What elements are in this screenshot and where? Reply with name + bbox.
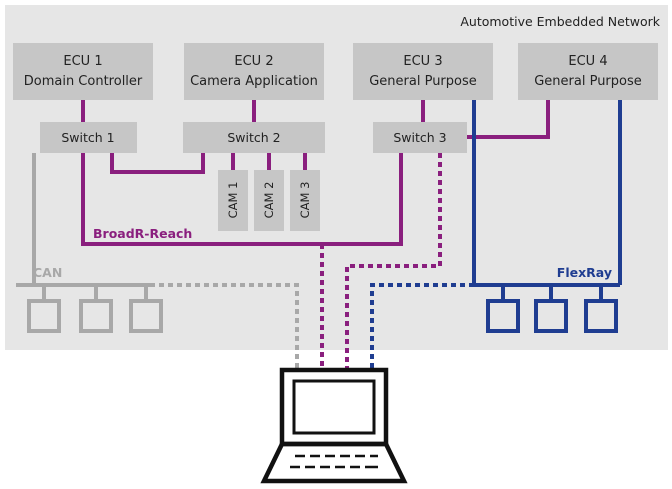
can-bus [16,153,163,333]
ecu-3-name: ECU 3 [403,54,442,69]
switch-2: Switch 2 [183,122,325,153]
ecu-1-role: Domain Controller [24,74,143,89]
ecu-3-role: General Purpose [369,74,477,89]
switch-3: Switch 3 [373,122,467,153]
ecu-4: ECU 4 General Purpose [518,43,658,100]
camera-3-label: CAM 3 [298,182,312,219]
laptop-icon [260,367,408,484]
flexray-label: FlexRay [557,265,612,280]
broadr-reach-label: BroadR-Reach [93,226,192,241]
ecu-2-name: ECU 2 [234,54,273,69]
can-label: CAN [33,265,62,280]
ecu-2: ECU 2 Camera Application [184,43,324,100]
broadr-reach-links [81,100,550,246]
switch-3-label: Switch 3 [393,130,446,145]
camera-1-label: CAM 1 [226,182,240,219]
ecu-1: ECU 1 Domain Controller [13,43,153,100]
flexray-diagnostic-link [370,283,474,370]
ecu-1-name: ECU 1 [63,54,102,69]
broadr-reach-diagnostic-links [320,153,442,370]
switch-1: Switch 1 [40,122,137,153]
camera-1: CAM 1 [218,170,248,231]
keyboard-icon [290,454,378,469]
ecu-2-role: Camera Application [190,74,318,89]
switch-1-label: Switch 1 [61,130,114,145]
camera-3: CAM 3 [290,170,320,231]
can-diagnostic-link [150,283,299,370]
camera-2: CAM 2 [254,170,284,231]
flexray-bus [472,100,622,333]
ecu-4-role: General Purpose [534,74,642,89]
ecu-4-name: ECU 4 [568,54,607,69]
switch-2-label: Switch 2 [227,130,280,145]
ecu-3: ECU 3 General Purpose [353,43,493,100]
camera-2-label: CAM 2 [262,182,276,219]
diagram-title: Automotive Embedded Network [460,14,660,29]
